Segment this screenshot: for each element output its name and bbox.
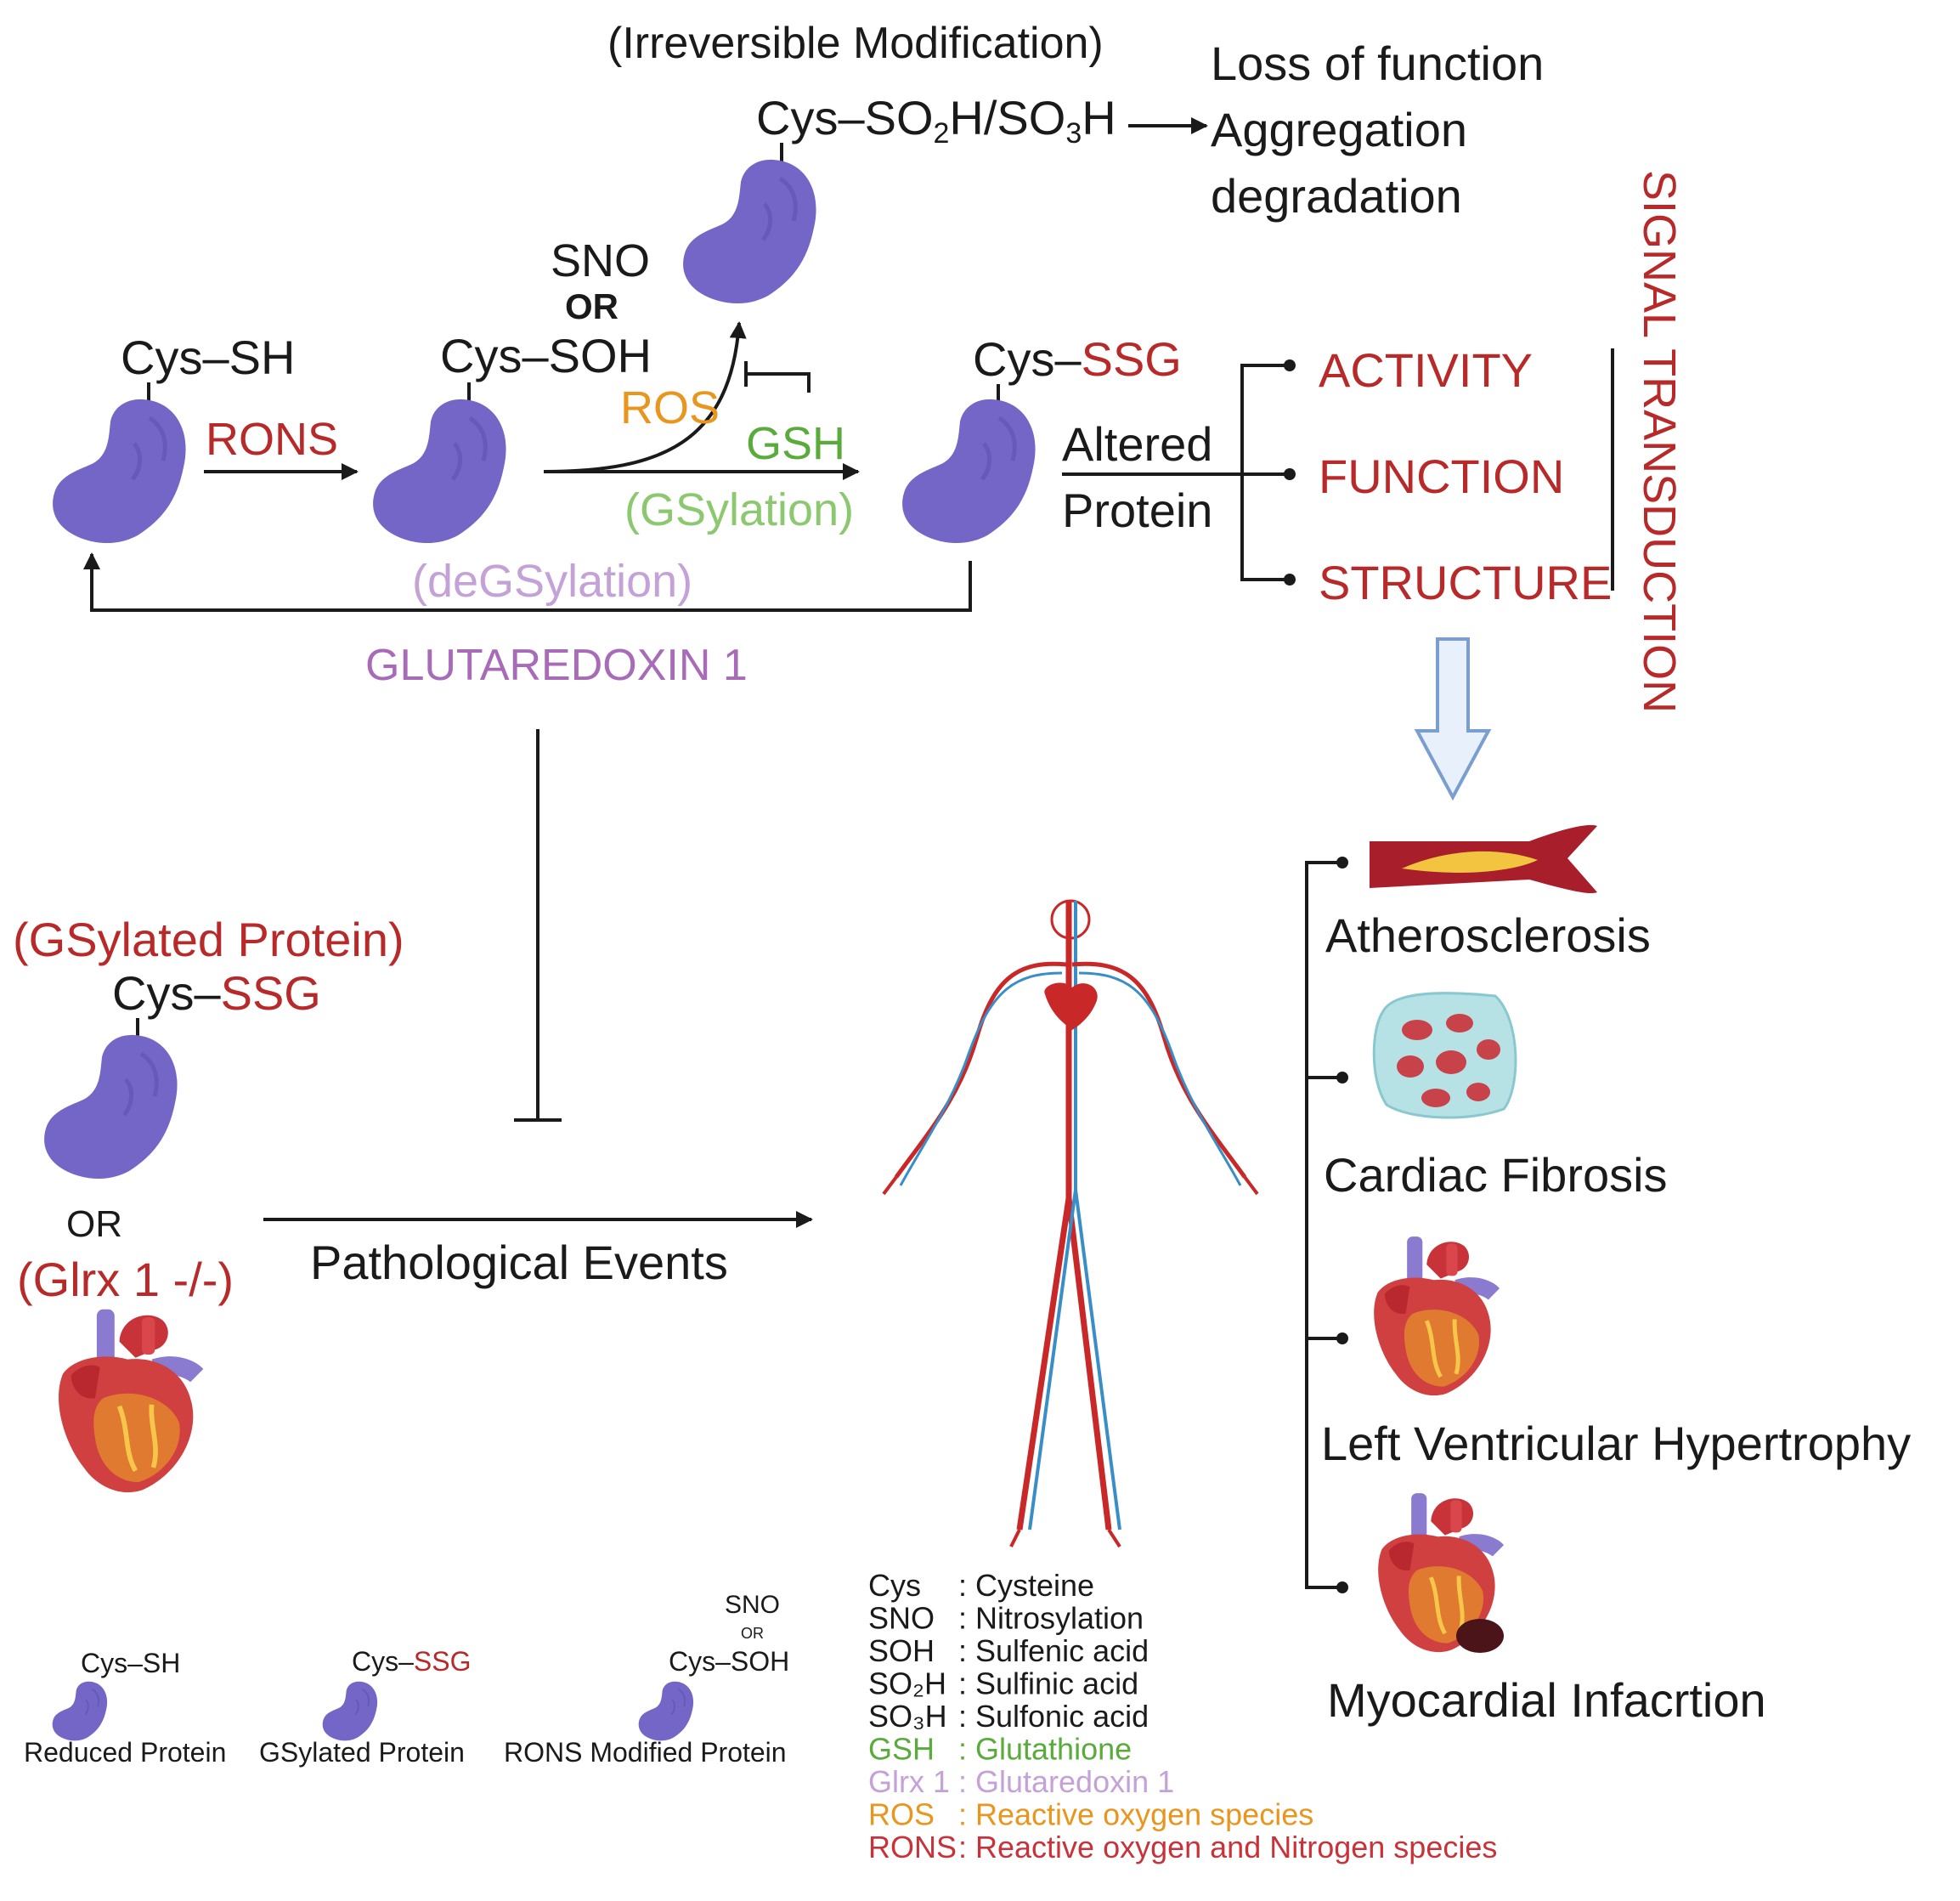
disease-cardiac-fibrosis: Cardiac Fibrosis xyxy=(1324,1148,1668,1202)
artery-plaque-icon xyxy=(1370,824,1597,894)
key-gsylated-label: GSylated Protein xyxy=(259,1737,465,1768)
legend-def-0: : Cysteine xyxy=(958,1568,1094,1603)
disease-bracket xyxy=(1305,861,1341,1589)
legend-def-7: : Reactive oxygen species xyxy=(958,1797,1313,1832)
key-reduced-tag: Cys–SH xyxy=(81,1648,180,1678)
reduced-protein-icon xyxy=(53,399,185,543)
effects-bracket xyxy=(1240,364,1287,581)
key-gsylated-tag: Cys–SSG xyxy=(352,1646,471,1677)
disease-dot-1 xyxy=(1336,857,1348,868)
key-rons-sno: SNO xyxy=(725,1591,780,1619)
legend-abbr-7: ROS xyxy=(868,1797,935,1832)
fibrosis-tissue-icon xyxy=(1372,992,1517,1119)
legend-abbr-5: GSH xyxy=(868,1732,935,1767)
degsylation-label: (deGSylation) xyxy=(412,556,692,607)
circulatory-system-icon xyxy=(882,899,1259,1548)
signal-transduction-label: SIGNAL TRANSDUCTION xyxy=(1634,170,1685,713)
effect-dot-structure xyxy=(1284,574,1296,586)
left-or-label: OR xyxy=(66,1203,122,1245)
legend-abbr-4: SO₃H xyxy=(868,1699,947,1734)
protein-label: Protein xyxy=(1062,484,1212,537)
altered-label: Altered xyxy=(1062,417,1212,471)
outcome-loss-of-function: Loss of function xyxy=(1211,37,1544,90)
glrx-knockout-label: (Glrx 1 -/-) xyxy=(17,1253,234,1306)
legend-abbr-3: SO₂H xyxy=(868,1666,946,1701)
downstream-arrow xyxy=(1414,637,1492,801)
outcome-degradation: degradation xyxy=(1211,169,1462,223)
sulfenic-cys-label: Cys–SOH xyxy=(440,329,652,382)
function-label: FUNCTION xyxy=(1319,450,1564,503)
oxidized-cys-label: Cys–SO2H/SO3H xyxy=(756,91,1116,150)
key-gsylated-protein-icon xyxy=(321,1680,379,1742)
disease-dot-3 xyxy=(1336,1332,1348,1344)
irreversible-label: (Irreversible Modification) xyxy=(607,19,1104,68)
activity-label: ACTIVITY xyxy=(1319,343,1533,397)
pathological-events-label: Pathological Events xyxy=(310,1236,728,1289)
hypertrophy-heart-icon xyxy=(1374,1236,1500,1395)
knockout-heart-icon xyxy=(59,1310,203,1492)
legend-def-5: : Glutathione xyxy=(958,1732,1132,1767)
left-gsylated-protein-icon xyxy=(44,1035,177,1179)
gsylated-protein-icon xyxy=(902,399,1035,543)
key-reduced-protein-icon xyxy=(51,1680,109,1742)
legend-abbr-1: SNO xyxy=(868,1601,935,1636)
legend-abbr-2: SOH xyxy=(868,1633,935,1668)
key-rons-label: RONS Modified Protein xyxy=(504,1737,787,1768)
legend-def-6: : Glutaredoxin 1 xyxy=(958,1764,1174,1799)
key-reduced-label: Reduced Protein xyxy=(24,1737,226,1768)
ros-oxidation-arrow xyxy=(543,321,747,473)
key-rons-tag: Cys–SOH xyxy=(669,1646,789,1677)
oxidized-protein-icon xyxy=(683,160,816,303)
sno-label: SNO xyxy=(551,235,650,286)
gsylated-cys-label: Cys–SSG xyxy=(973,332,1182,386)
ros-label: ROS xyxy=(620,382,720,433)
sulfenic-protein-icon xyxy=(373,399,506,543)
infarct-patch xyxy=(1456,1619,1504,1653)
gsh-label: GSH xyxy=(746,418,845,469)
legend-def-3: : Sulfinic acid xyxy=(958,1666,1138,1701)
gsylation-label: (GSylation) xyxy=(624,484,854,535)
left-gsylated-cys-label: Cys–SSG xyxy=(112,966,321,1020)
effect-dot-function xyxy=(1284,468,1296,480)
disease-atherosclerosis: Atherosclerosis xyxy=(1325,908,1651,962)
gsh-inhibition xyxy=(744,361,811,393)
key-rons-protein-icon xyxy=(637,1680,695,1742)
glutaredoxin-label: GLUTAREDOXIN 1 xyxy=(365,641,748,690)
outcome-aggregation: Aggregation xyxy=(1211,103,1467,156)
rons-label: RONS xyxy=(206,414,338,465)
degsylation-arrow xyxy=(83,552,972,612)
structure-label: STRUCTURE xyxy=(1319,556,1612,609)
reduced-cys-label: Cys–SH xyxy=(121,331,295,384)
disease-dot-4 xyxy=(1336,1581,1348,1593)
legend-abbr-8: RONS xyxy=(868,1830,957,1864)
legend-def-4: : Sulfonic acid xyxy=(958,1699,1149,1734)
gsylated-protein-heading: (GSylated Protein) xyxy=(13,913,404,966)
disease-myocardial-infarction: Myocardial Infacrtion xyxy=(1327,1673,1766,1727)
legend-def-1: : Nitrosylation xyxy=(958,1601,1144,1636)
key-rons-or: OR xyxy=(741,1625,764,1642)
effect-dot-activity xyxy=(1284,359,1296,371)
legend-abbr-0: Cys xyxy=(868,1568,921,1603)
legend-abbr-6: Glrx 1 xyxy=(868,1764,950,1799)
legend-def-2: : Sulfenic acid xyxy=(958,1633,1149,1668)
disease-dot-2 xyxy=(1336,1072,1348,1083)
disease-lv-hypertrophy: Left Ventricular Hypertrophy xyxy=(1321,1417,1911,1470)
sno-or-label: OR xyxy=(565,286,619,326)
legend-def-8: : Reactive oxygen and Nitrogen species xyxy=(958,1830,1497,1864)
